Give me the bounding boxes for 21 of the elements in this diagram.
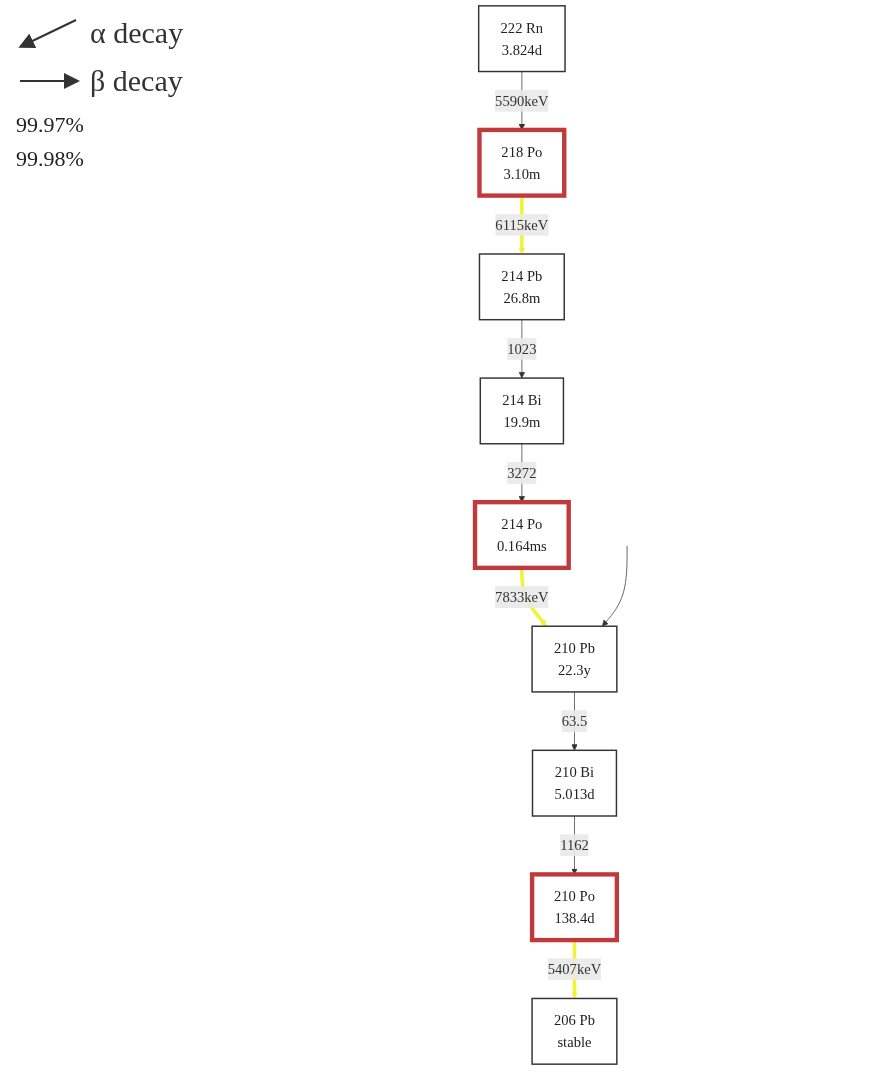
edge-label: 3272: [507, 464, 537, 481]
edge-label: 5407keV: [547, 961, 602, 978]
node-box: 210 Po 138.4d: [529, 872, 620, 943]
legend-text: α decay: [90, 16, 184, 50]
branching-ratio-label: 99.98%: [16, 146, 84, 172]
edge-label: 63.5: [561, 713, 588, 730]
node-box: 210 Bi 5.013d: [531, 749, 618, 817]
edge-label: 1162: [560, 837, 589, 854]
edge-label: 6115keV: [495, 216, 549, 233]
node-box: 214 Pb 26.8m: [478, 253, 565, 321]
node-box: 218 Po 3.10m: [477, 127, 567, 198]
edge-label: 5590keV: [495, 92, 549, 109]
branching-ratio-label: 99.97%: [16, 112, 84, 138]
node-box: 214 Bi 19.9m: [479, 377, 565, 445]
edge-label: 1023: [507, 340, 537, 357]
node-box: 206 Pb stable: [531, 997, 618, 1065]
edge-label: 7833keV: [495, 589, 549, 606]
legend-text: β decay: [90, 64, 183, 98]
node-box: 210 Pb 22.3y: [531, 625, 618, 693]
node-box: 222 Rn 3.824d: [477, 5, 566, 73]
node-box: 214 Po 0.164ms: [472, 499, 571, 571]
